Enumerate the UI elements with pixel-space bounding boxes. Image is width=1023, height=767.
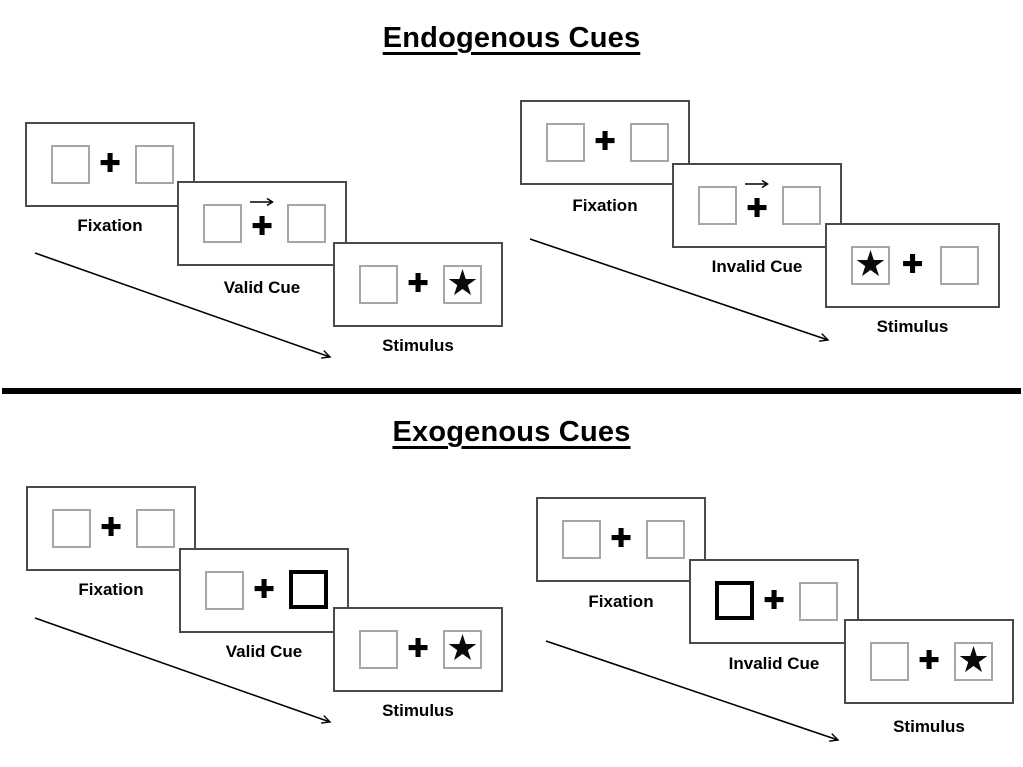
left-box — [51, 145, 90, 184]
invalid-cue-panel: ✚ — [672, 163, 842, 248]
fixation-panel: ✚ — [25, 122, 195, 207]
panel-label: Fixation — [77, 216, 143, 235]
section-title-exogenous: Exogenous Cues — [392, 416, 631, 448]
star-icon: ★ — [854, 243, 887, 285]
left-box — [562, 520, 601, 559]
panel-label: Fixation — [572, 196, 638, 215]
star-icon: ★ — [446, 262, 479, 304]
invalid-cue-panel: ✚ — [689, 559, 859, 644]
stimulus-panel: ★ ✚ — [825, 223, 1000, 308]
fixation-cross-icon: ✚ — [253, 575, 275, 605]
right-box: ★ — [443, 265, 482, 304]
panel-label: Fixation — [78, 580, 144, 599]
panel-label: Stimulus — [382, 701, 454, 720]
left-box: ★ — [851, 246, 890, 285]
valid-cue-panel: ✚ — [179, 548, 349, 633]
timeline-arrow-icon — [34, 617, 332, 724]
left-box — [205, 571, 244, 610]
left-box — [203, 204, 242, 243]
stimulus-panel: ✚ ★ — [333, 607, 503, 692]
right-box — [940, 246, 979, 285]
fixation-cross-icon: ✚ — [251, 212, 273, 242]
right-arrow-icon — [250, 197, 274, 207]
fixation-cross-icon: ✚ — [407, 634, 429, 664]
stimulus-panel: ✚ ★ — [844, 619, 1014, 704]
section-title-endogenous: Endogenous Cues — [382, 22, 641, 54]
panel-label: Invalid Cue — [728, 654, 820, 673]
stimulus-panel: ✚ ★ — [333, 242, 503, 327]
fixation-panel: ✚ — [536, 497, 706, 582]
section-divider — [2, 388, 1021, 394]
timeline-arrow-icon — [545, 640, 840, 742]
right-box — [135, 145, 174, 184]
panel-label: Fixation — [588, 592, 654, 611]
right-box — [782, 186, 821, 225]
left-box — [546, 123, 585, 162]
fixation-cross-icon: ✚ — [763, 586, 785, 616]
panel-label: Valid Cue — [225, 642, 303, 661]
right-box — [136, 509, 175, 548]
left-box — [52, 509, 91, 548]
star-icon: ★ — [957, 639, 990, 681]
right-arrow-icon — [745, 179, 769, 189]
panel-label: Stimulus — [893, 717, 965, 736]
left-box — [359, 630, 398, 669]
right-box — [630, 123, 669, 162]
panel-label: Stimulus — [382, 336, 454, 355]
valid-cue-panel: ✚ — [177, 181, 347, 266]
fixation-cross-icon: ✚ — [99, 149, 121, 179]
fixation-cross-icon: ✚ — [610, 524, 632, 554]
fixation-cross-icon: ✚ — [407, 269, 429, 299]
panel-label: Valid Cue — [223, 278, 301, 297]
right-box — [287, 204, 326, 243]
left-box — [870, 642, 909, 681]
left-box — [359, 265, 398, 304]
fixation-panel: ✚ — [520, 100, 690, 185]
fixation-panel: ✚ — [26, 486, 196, 571]
panel-label: Stimulus — [876, 317, 949, 336]
timeline-arrow-icon — [529, 238, 830, 342]
cue-box — [715, 581, 754, 620]
star-icon: ★ — [446, 627, 479, 669]
panel-label: Invalid Cue — [711, 257, 803, 276]
left-box — [698, 186, 737, 225]
fixation-cross-icon: ✚ — [918, 646, 940, 676]
timeline-arrow-icon — [34, 252, 332, 359]
cue-box — [289, 570, 328, 609]
right-box: ★ — [443, 630, 482, 669]
right-box — [646, 520, 685, 559]
fixation-cross-icon: ✚ — [746, 194, 768, 224]
right-box: ★ — [954, 642, 993, 681]
fixation-cross-icon: ✚ — [100, 513, 122, 543]
fixation-cross-icon: ✚ — [901, 250, 924, 280]
fixation-cross-icon: ✚ — [594, 127, 616, 157]
right-box — [799, 582, 838, 621]
